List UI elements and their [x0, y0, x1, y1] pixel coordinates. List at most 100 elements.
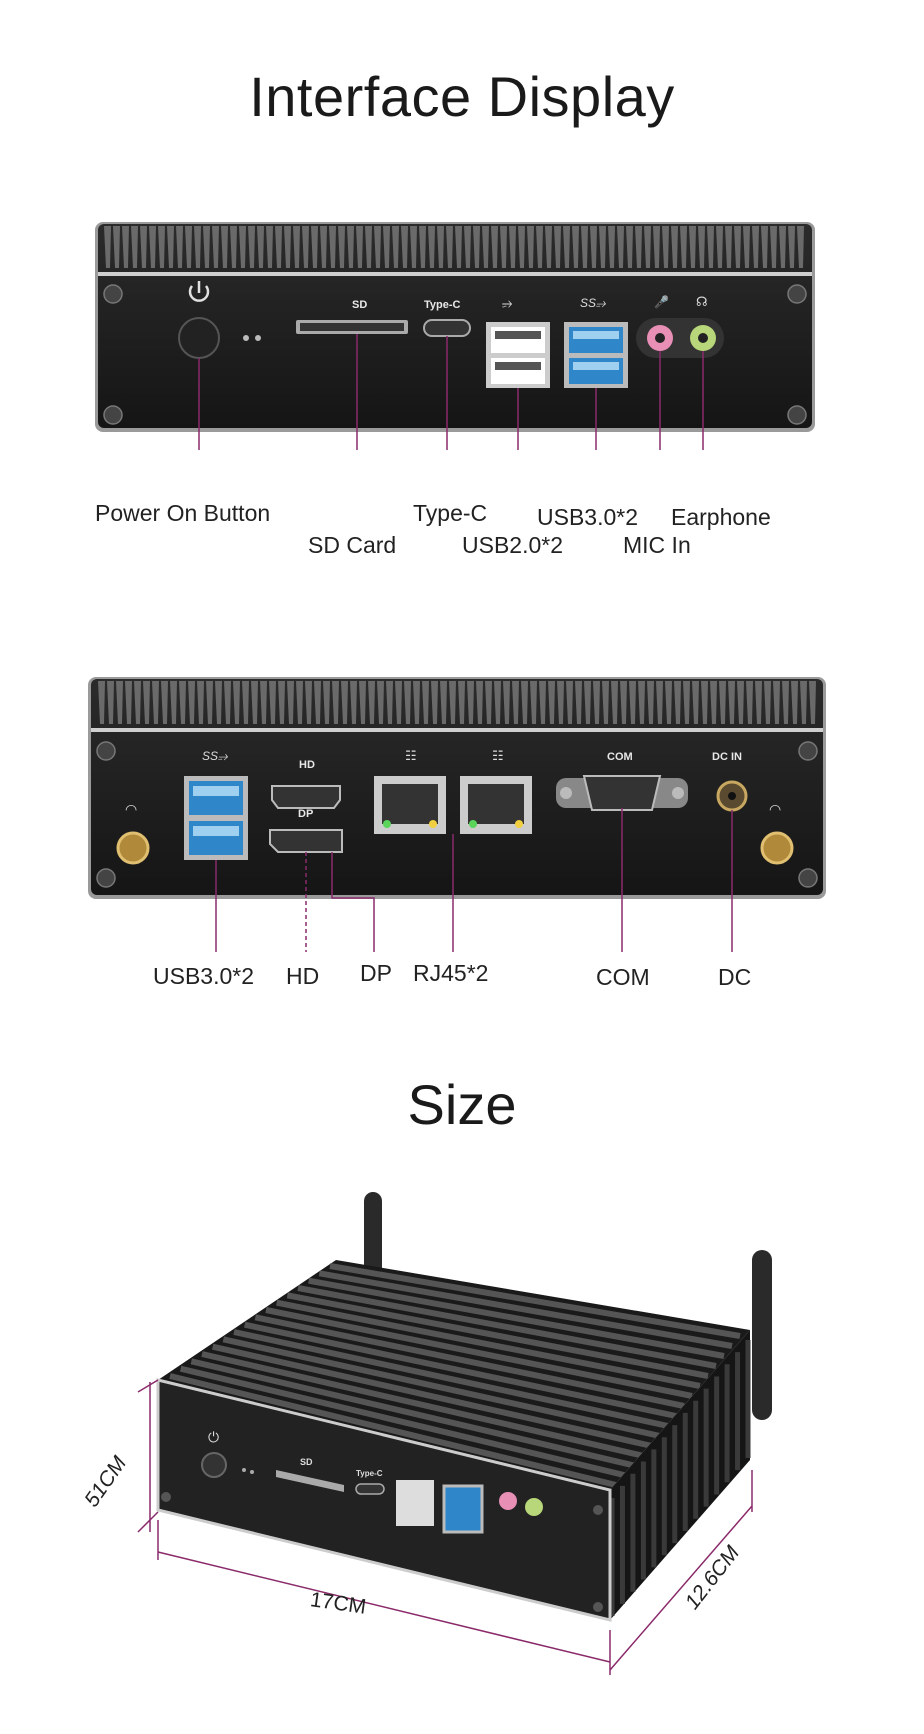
- heatsink-fin: [629, 681, 636, 724]
- heatsink-fin: [386, 681, 393, 724]
- heatsink-fin: [265, 1307, 693, 1399]
- antenna-connector-left: [116, 831, 150, 865]
- heatsink-fin: [297, 1285, 717, 1369]
- power-icon: [188, 281, 210, 302]
- heatsink-fin: [278, 681, 285, 724]
- svg-text:☷: ☷: [492, 748, 504, 763]
- heatsink-fin: [671, 226, 678, 268]
- heatsink-fin: [212, 226, 219, 268]
- heatsink-fin: [276, 1299, 701, 1389]
- heatsink-fin: [284, 226, 291, 268]
- heatsink-fin: [368, 681, 375, 724]
- heatsink-fin: [485, 681, 492, 724]
- heatsink-fin: [206, 681, 213, 724]
- heatsink-fin: [581, 226, 588, 268]
- hd-label: HD: [286, 963, 320, 989]
- svg-text:⭌: ⭌: [502, 295, 513, 310]
- heatsink-fin: [608, 226, 615, 268]
- heatsink-fin: [395, 681, 402, 724]
- heatsink-fin: [179, 681, 186, 724]
- heatsink-fin: [773, 681, 780, 724]
- heatsink-fin: [167, 226, 174, 268]
- svg-text:SD: SD: [300, 1457, 313, 1467]
- heatsink-fin: [770, 226, 777, 268]
- heatsink-fin: [791, 681, 798, 724]
- heatsink-fin: [242, 681, 249, 724]
- heatsink-fin: [761, 226, 768, 268]
- antenna-right: [752, 1250, 772, 1420]
- heatsink-fin: [169, 1373, 621, 1489]
- heatsink-fin: [755, 681, 762, 724]
- heatsink-fin: [140, 226, 147, 268]
- heatsink-fin: [131, 226, 138, 268]
- heatsink-fin: [188, 681, 195, 724]
- dp-label: DP: [360, 960, 392, 986]
- rear-panel-image: ◠ ◠ SS⭌ HD DP ☷ ☷ COM DC IN: [88, 677, 826, 952]
- heatsink-fin: [611, 681, 618, 724]
- heatsink-fin: [737, 681, 744, 724]
- heatsink-fin: [554, 226, 561, 268]
- sd-mark: SD: [352, 299, 367, 311]
- heatsink-fin: [410, 226, 417, 268]
- heatsink-fin: [374, 226, 381, 268]
- device-3d-image: ⏻ SD Type-C: [137, 1192, 772, 1675]
- heatsink-fin: [98, 681, 105, 724]
- heatsink-fin: [320, 226, 327, 268]
- heatsink-fin: [318, 1270, 733, 1349]
- dp-mark: DP: [298, 808, 313, 820]
- rj45-label: RJ45*2: [413, 960, 489, 986]
- heatsink-fin: [185, 226, 192, 268]
- heatsink-fin: [401, 226, 408, 268]
- heatsink-fin: [653, 226, 660, 268]
- heatsink-fin: [635, 226, 642, 268]
- heatsink-fin: [734, 226, 741, 268]
- heatsink-fin: [215, 681, 222, 724]
- heatsink-fin: [104, 226, 111, 268]
- heatsink-fin: [656, 681, 663, 724]
- antenna-connector-right: [760, 831, 794, 865]
- heatsink-fin: [347, 226, 354, 268]
- heatsink-fin: [743, 226, 750, 268]
- heatsink-fin: [563, 226, 570, 268]
- heatsink-fin: [518, 226, 525, 268]
- heatsink-fin: [359, 681, 366, 724]
- heatsink-fin: [440, 681, 447, 724]
- heatsink-fin: [356, 226, 363, 268]
- heatsink-fin: [158, 226, 165, 268]
- heatsink-fin: [575, 681, 582, 724]
- heatsink-fin: [626, 226, 633, 268]
- heatsink-fin: [617, 226, 624, 268]
- heatsink-fin: [467, 681, 474, 724]
- dp-port: [269, 829, 343, 853]
- heatsink-fin: [476, 681, 483, 724]
- heatsink-fin: [419, 226, 426, 268]
- heatsink-fin: [203, 226, 210, 268]
- heatsink-fin: [473, 226, 480, 268]
- heatsink-fin: [161, 681, 168, 724]
- interface-display-title: Interface Display: [249, 65, 675, 128]
- heatsink-fin: [305, 681, 312, 724]
- heatsink-fin: [179, 1365, 629, 1479]
- heatsink-fin: [437, 226, 444, 268]
- heatsink-fin: [446, 226, 453, 268]
- power-button-label: Power On Button: [95, 500, 271, 526]
- heatsink-fin: [323, 681, 330, 724]
- heatsink-fin: [329, 1263, 741, 1339]
- size-title: Size: [407, 1073, 517, 1136]
- heatsink-fin: [662, 226, 669, 268]
- heatsink-fin: [530, 681, 537, 724]
- heatsink-fin: [593, 681, 600, 724]
- heatsink-fin: [512, 681, 519, 724]
- heatsink-fin: [680, 226, 687, 268]
- heatsink-fin: [176, 226, 183, 268]
- heatsink-fin: [113, 226, 120, 268]
- heatsink-fin: [248, 226, 255, 268]
- heatsink-fin: [536, 226, 543, 268]
- heatsink-fin: [752, 226, 759, 268]
- heatsink-fin: [194, 226, 201, 268]
- heatsink-fin: [233, 1329, 669, 1429]
- heatsink-fin: [428, 226, 435, 268]
- svg-text:◠: ◠: [769, 801, 781, 817]
- heatsink-fin: [599, 226, 606, 268]
- heatsink-fin: [197, 681, 204, 724]
